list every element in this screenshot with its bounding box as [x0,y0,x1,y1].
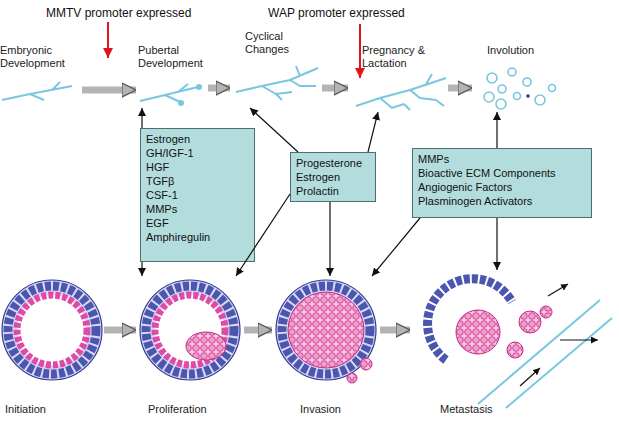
stage-group: Involution [472,42,558,112]
alveolus [523,78,531,86]
myoepithelial-ring [8,286,96,374]
node-text: MMPs [146,202,249,216]
flow-arrow [560,339,598,340]
influence-arrow [141,262,142,276]
duct-section [276,280,376,380]
node-text: Involution [487,44,558,57]
flow-arrow [548,284,568,296]
terminal-bud [196,84,202,90]
luminal-ring [155,295,225,365]
alveolus [498,85,506,93]
promoter-arrow [107,22,109,58]
node-text: Progesterone [296,156,370,170]
tumor-stage: Proliferation [136,276,244,421]
annotation-label: WAP promoter expressed [268,6,405,20]
stage-arrow [244,327,272,334]
node-text: Estrogen [146,132,249,146]
stage-arrow [104,327,136,334]
influence-arrow [250,108,298,152]
promoter-arrow [359,24,361,78]
stage-arrow [82,87,136,94]
duct-drawing [236,66,318,100]
tumor-clump [519,311,541,333]
tumor-mass [456,310,500,354]
influence-arrow [496,218,497,270]
stage-group: Embryonic Development [0,42,82,108]
node-text: Embryonic Development [0,44,82,70]
alveolus [487,73,497,83]
tumor-mass [288,292,364,368]
node-text: Proliferation [148,403,244,416]
duct-section [140,280,240,380]
duct-drawing [140,84,198,102]
tumor-stage: Initiation [0,276,104,421]
influence-arrow [329,202,330,276]
factor-box: MMPsBioactive ECM ComponentsAngiogenic F… [412,148,592,218]
annotation-label: MMTV promoter expressed [46,6,191,20]
node-text: Prolactin [296,184,370,198]
broken-duct [428,279,512,360]
myoepithelial-ring [282,286,370,374]
flow-arrow [520,368,540,386]
node-text: GH/IGF-1 [146,146,249,160]
stage-group: Pubertal Development [136,42,208,108]
stage-arrow [448,85,472,92]
node-text: Estrogen [296,170,370,184]
duct-drawing [2,82,72,100]
tumor-stage: Invasion [272,276,380,421]
tumor-clump [186,332,226,360]
blood-vessel [478,300,612,408]
involution-drawing [484,68,556,109]
tumor-stage: Metastasis [410,270,570,421]
factor-box: EstrogenGH/IGF-1HGFTGFβCSF-1MMPsEGFAmphi… [140,128,255,262]
factor-box: ProgesteroneEstrogenProlactin [290,152,376,202]
node-text: MMPs [418,152,586,166]
node-text: EGF [146,216,249,230]
alveolus [496,99,506,109]
node-text: Pubertal Development [138,44,208,70]
myoepithelial-ring [146,286,234,374]
node-text: Invasion [300,403,380,416]
influence-arrow [368,112,378,152]
stage-group: Cyclical Changes [230,28,322,108]
alveolus [514,93,521,100]
node-text: Pregnancy & Lactation [362,44,448,70]
stage-arrow [380,327,410,334]
node-text: Angiogenic Factors [418,180,586,194]
duct-drawing [356,74,446,110]
influence-arrow [141,108,142,128]
luminal-ring [17,295,87,365]
tumor-clump [507,342,523,358]
cell-dot [526,94,530,98]
influence-arrow [496,112,497,148]
alveolus [535,95,545,105]
node-text: Cyclical Changes [245,30,322,56]
node-text: TGFβ [146,174,249,188]
influence-arrow [372,218,420,276]
invading-cell [360,358,372,370]
node-text: Initiation [5,403,104,416]
stage-arrow [322,85,348,92]
node-text: Plasminogen Activators [418,194,586,208]
duct-section [2,280,102,380]
node-text: CSF-1 [146,188,249,202]
alveolus [484,92,494,102]
node-text: Metastasis [440,403,570,416]
node-text: Bioactive ECM Components [418,166,586,180]
stage-group: Pregnancy & Lactation [348,42,448,112]
node-text: HGF [146,160,249,174]
node-text: Amphiregulin [146,230,249,244]
stage-arrow [208,85,230,92]
alveolus [549,85,556,92]
alveolus [508,68,516,76]
terminal-bud [178,100,184,106]
tumor-clump [540,306,552,318]
invading-cell [347,373,357,383]
